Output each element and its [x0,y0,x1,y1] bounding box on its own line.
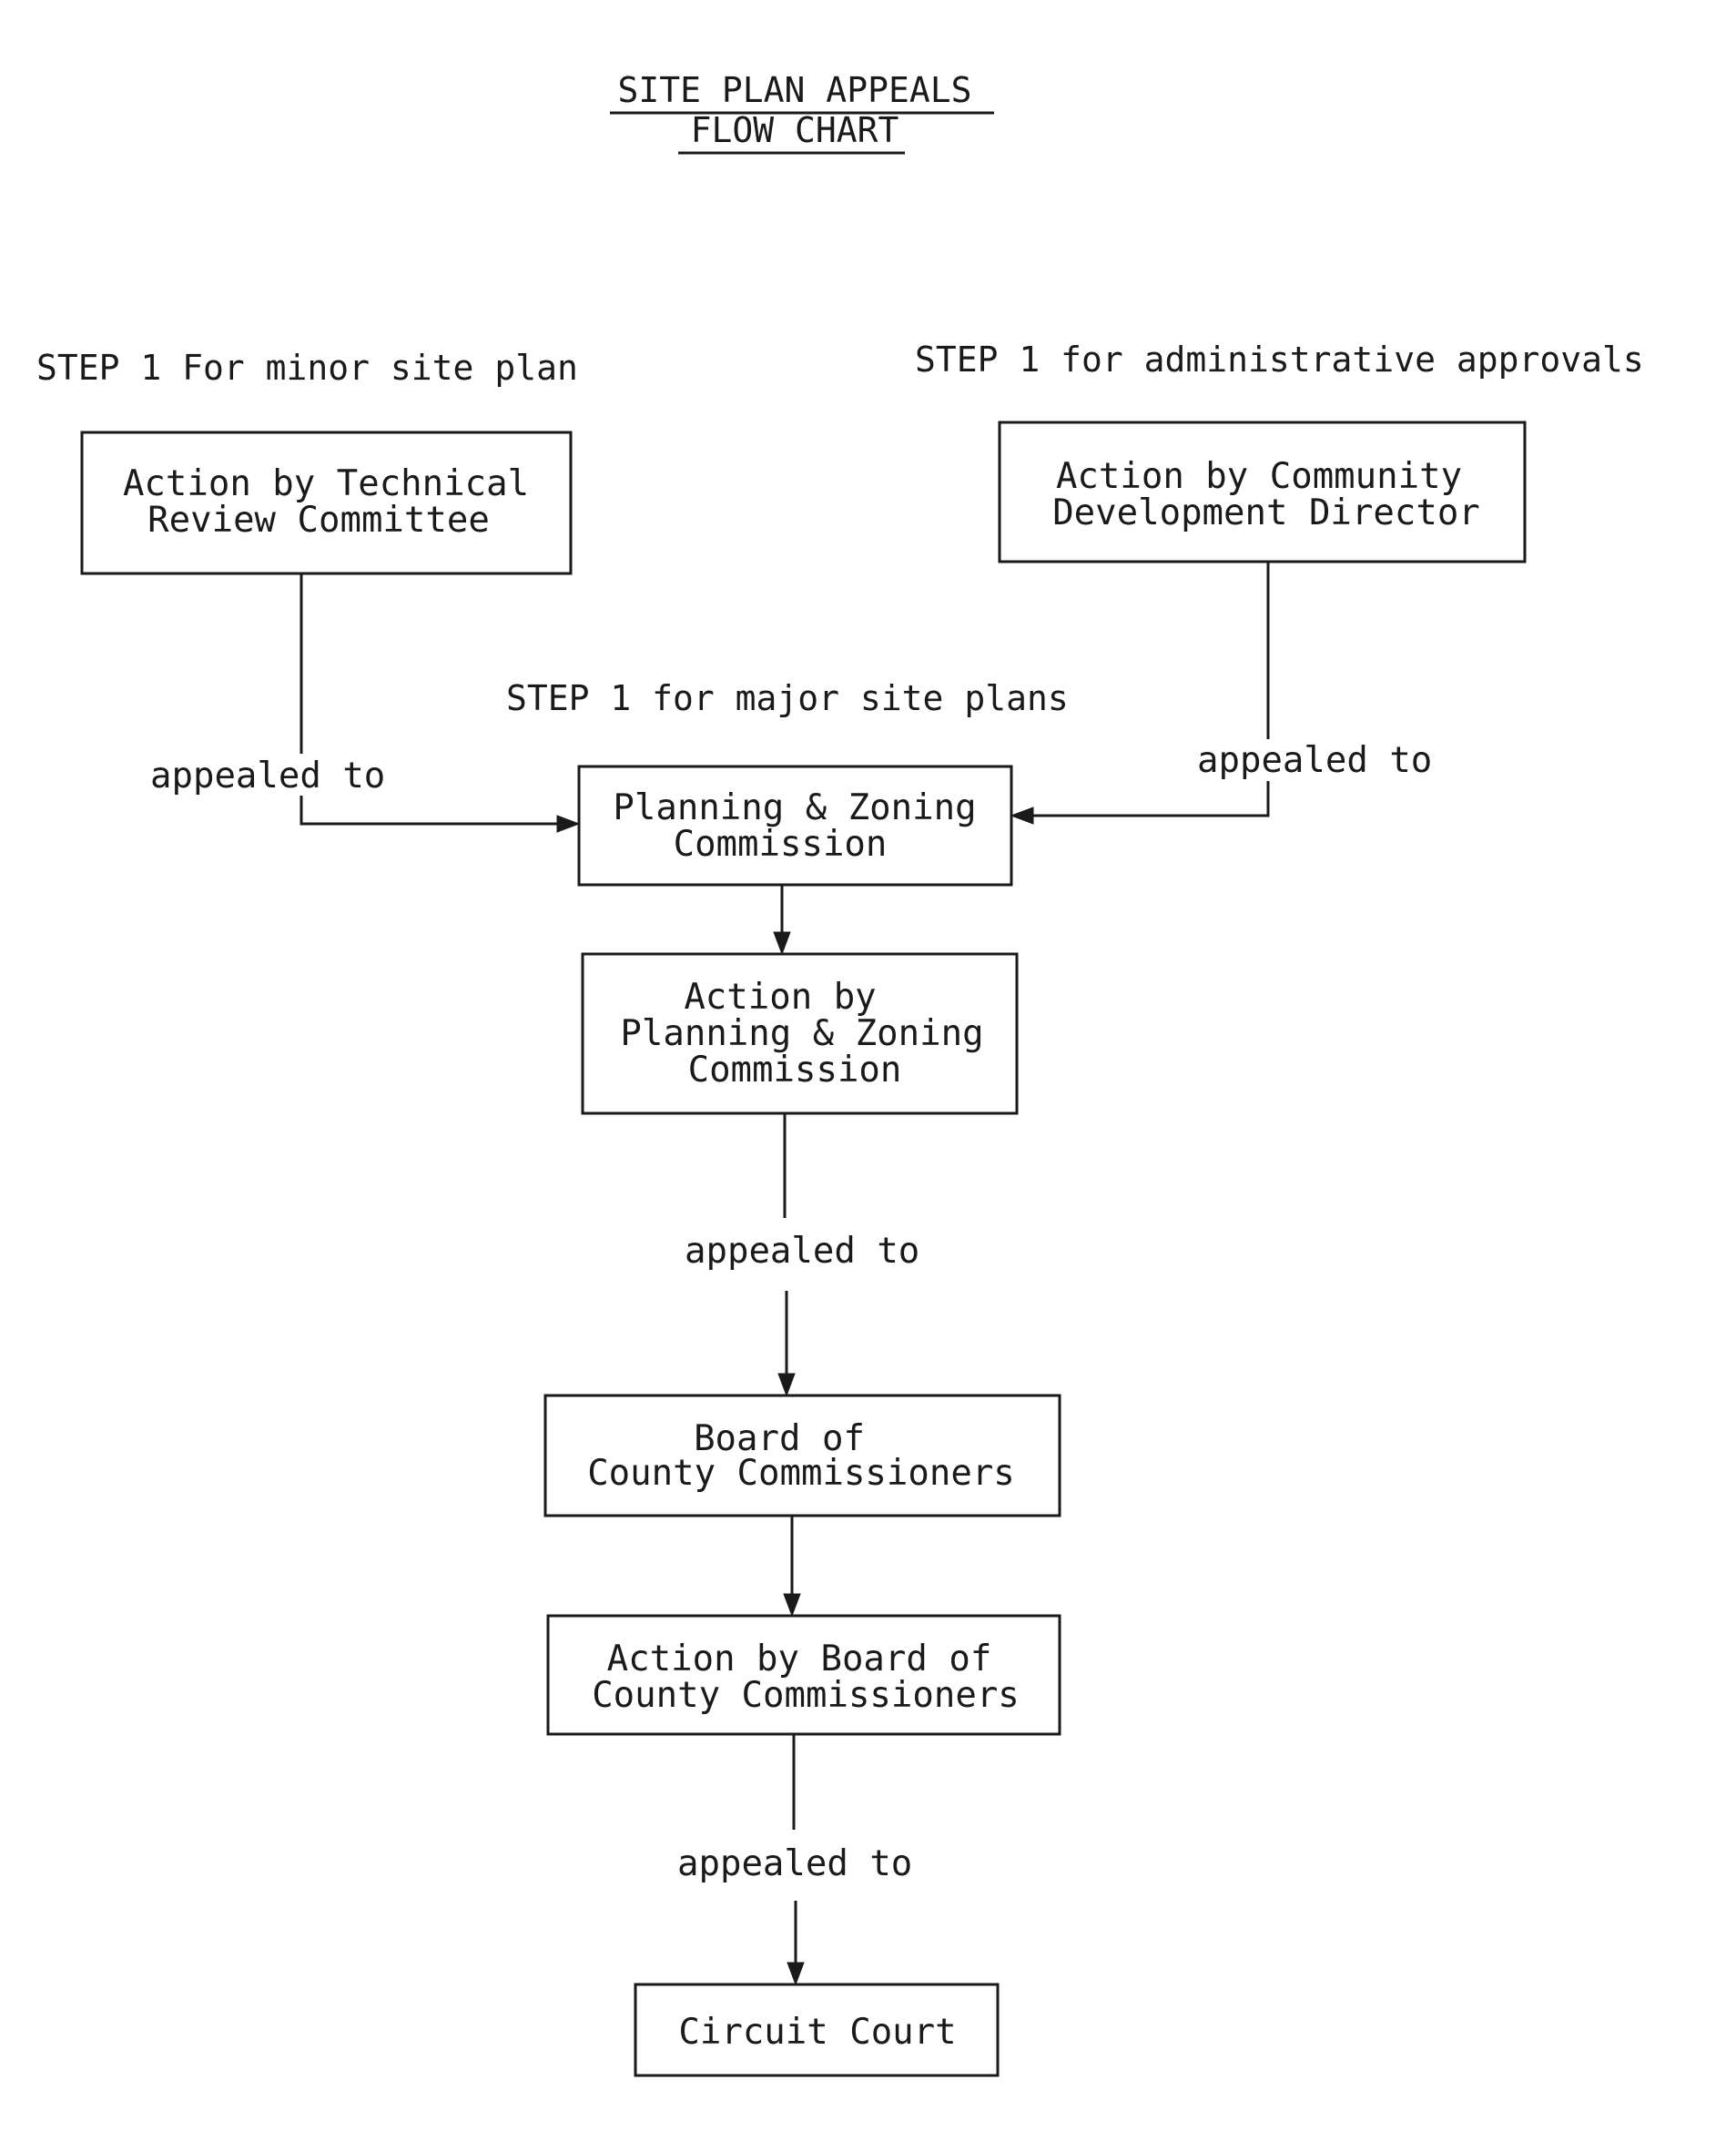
title-line-1: SITE PLAN APPEALS [618,70,972,110]
board-action-line-2: County Commissioners [592,1675,1020,1716]
pz-action-line-2: Planning & Zoning [620,1013,983,1054]
step-admin-label: STEP 1 for administrative approvals [915,340,1644,380]
arrowhead-technical-to-pz [556,815,581,833]
box-technical-review: Action by Technical Review Committee [80,431,573,575]
board-line-2: County Commissioners [587,1453,1015,1494]
circuit-court-label: Circuit Court [678,2012,956,2053]
edge-label-left: appealed to [150,756,385,797]
community-director-line-1: Action by Community [1056,456,1462,497]
arrowhead-board-action-to-court [787,1962,805,1986]
connector-director-to-pz [1030,562,1270,817]
box-circuit-court: Circuit Court [634,1983,1000,2077]
box-pz-action: Action by Planning & Zoning Commission [581,952,1019,1115]
connector-technical-to-pz [299,573,561,826]
arrowhead-board-to-board-action [783,1593,801,1618]
board-action-line-1: Action by Board of [607,1639,992,1679]
box-board: Board of County Commissioners [543,1394,1061,1517]
box-pz-commission: Planning & Zoning Commission [577,765,1013,887]
step-minor-label: STEP 1 For minor site plan [36,348,578,388]
arrowhead-director-to-pz [1010,807,1034,825]
box-community-director: Action by Community Development Director [998,421,1527,563]
pz-action-line-1: Action by [684,977,876,1018]
step-major-label: STEP 1 for major site plans [506,678,1069,718]
arrowhead-pz-to-pz-action [773,931,791,956]
chart-title: SITE PLAN APPEALS FLOW CHART [610,70,994,155]
arrowhead-pz-action-to-board [777,1373,796,1397]
edge-label-middle: appealed to [685,1231,919,1272]
community-director-line-2: Development Director [1052,492,1480,533]
edge-label-bottom: appealed to [677,1843,912,1884]
pz-commission-line-2: Commission [674,824,888,865]
pz-commission-line-1: Planning & Zoning [613,787,976,828]
pz-action-line-3: Commission [688,1050,902,1091]
edge-label-right-bg [1193,739,1466,781]
edge-label-right: appealed to [1197,740,1432,781]
technical-review-line-1: Action by Technical [123,463,529,504]
edge-label-left-bg [137,754,419,796]
board-line-1: Board of [694,1418,865,1459]
box-board-action: Action by Board of County Commissioners [546,1614,1061,1736]
technical-review-line-2: Review Committee [147,500,490,541]
title-line-2: FLOW CHART [691,110,899,150]
